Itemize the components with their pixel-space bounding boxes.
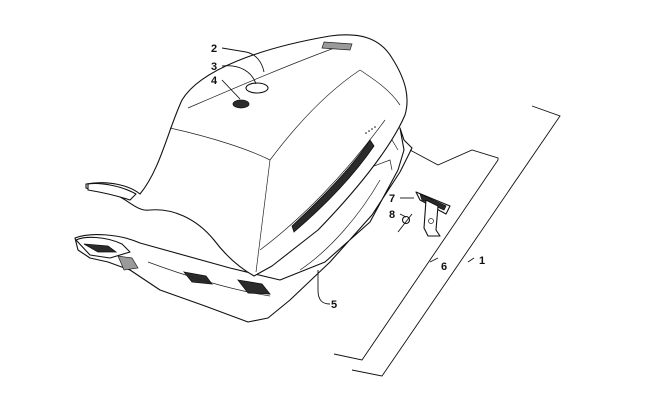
callout-1: 1 bbox=[479, 255, 485, 267]
seat-cover bbox=[85, 34, 408, 277]
leader-lines bbox=[221, 47, 561, 377]
callout-4: 4 bbox=[211, 75, 218, 87]
seat-bracket bbox=[415, 191, 451, 237]
seat-base bbox=[74, 127, 413, 323]
callout-labels: 2 3 4 5 7 8 6 1 bbox=[211, 43, 485, 311]
callout-5: 5 bbox=[331, 299, 337, 311]
callout-6: 6 bbox=[441, 261, 447, 273]
callout-3: 3 bbox=[211, 61, 217, 73]
callout-7: 7 bbox=[389, 193, 395, 205]
callout-8: 8 bbox=[389, 209, 395, 221]
callout-2: 2 bbox=[211, 43, 217, 55]
